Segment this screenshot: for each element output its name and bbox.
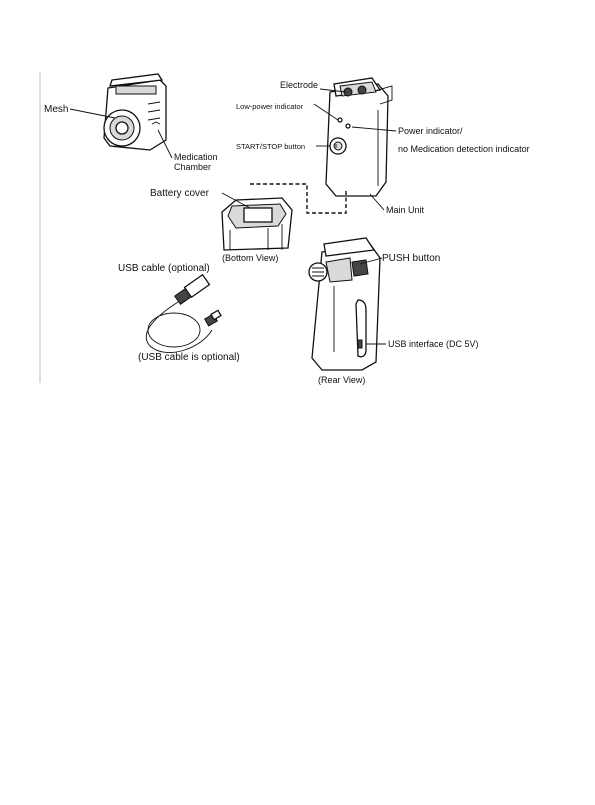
main-unit-label: Main Unit [386, 205, 425, 215]
main-unit-drawing [326, 78, 392, 196]
push-button-label: PUSH button [382, 253, 440, 264]
rear-view-label: (Rear View) [318, 375, 365, 385]
power-indicator-label-line1: Power indicator/ [398, 126, 463, 136]
bottom-view-drawing [222, 198, 292, 250]
medication-chamber-label-line2: Chamber [174, 162, 211, 172]
electrode-label: Electrode [280, 80, 318, 90]
battery-cover-label: Battery cover [150, 188, 210, 199]
start-stop-button-label: START/STOP button [236, 142, 305, 151]
usb-interface-label: USB interface (DC 5V) [388, 339, 479, 349]
usb-cable-is-optional-label: (USB cable is optional) [138, 352, 240, 363]
bottom-view-label: (Bottom View) [222, 253, 278, 263]
rear-view-drawing [309, 238, 380, 370]
usb-cable-drawing [146, 275, 221, 353]
power-indicator-label-line2: no Medication detection indicator [398, 144, 530, 154]
usb-cable-optional-label: USB cable (optional) [118, 263, 210, 274]
medication-chamber-drawing [104, 74, 166, 150]
main-unit-leader [370, 194, 384, 210]
medication-chamber-label-line1: Medication [174, 152, 218, 162]
mesh-label: Mesh [44, 104, 68, 115]
low-power-indicator-label: Low-power indicator [236, 102, 304, 111]
